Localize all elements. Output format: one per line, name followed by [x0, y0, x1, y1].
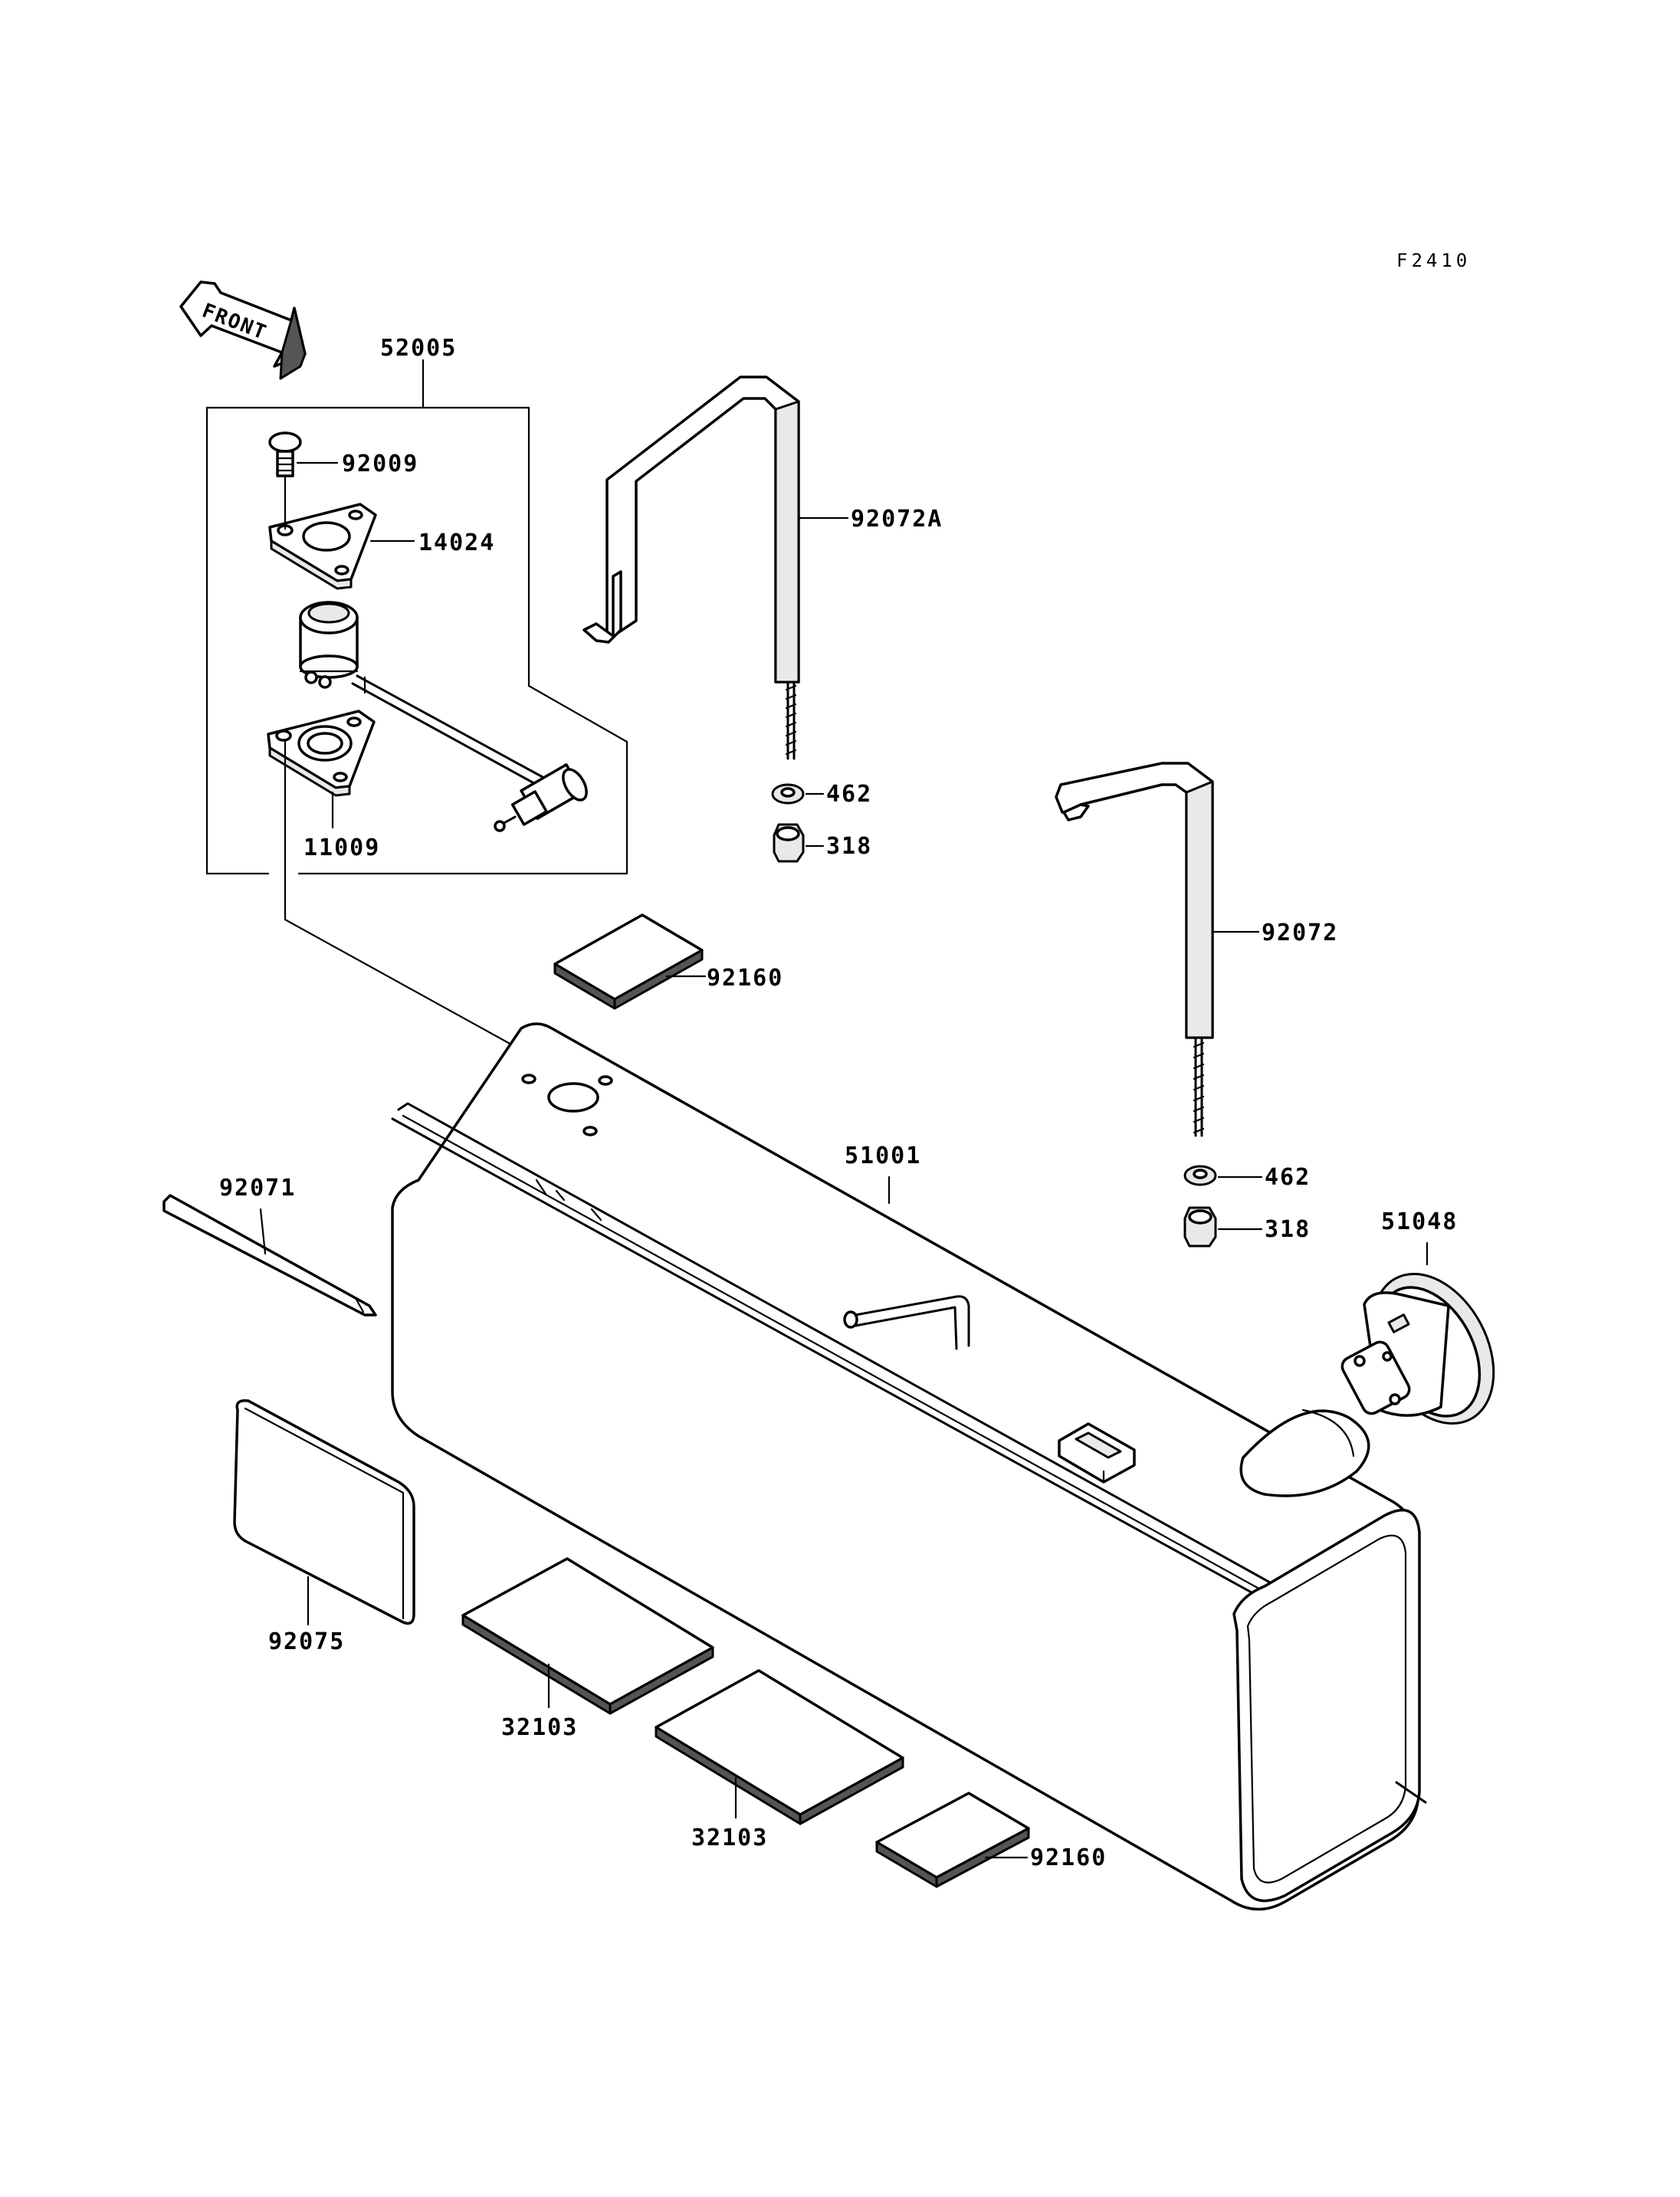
nut-a-icon — [773, 823, 805, 863]
fuel-cap-icon — [1340, 1272, 1495, 1425]
sender-assembly-group: 52005 92009 14024 — [205, 335, 628, 1059]
bottom-pad-2-icon — [655, 1669, 904, 1825]
bottom-small-pad-icon — [875, 1792, 1030, 1888]
sender-gasket-icon — [267, 710, 376, 797]
side-pad-icon — [233, 1399, 415, 1625]
top-pad-icon — [553, 913, 704, 1010]
fuel-tank-icon — [391, 1022, 1427, 1911]
nut-b-icon — [1183, 1206, 1217, 1248]
label-32103-b: 32103 — [691, 1825, 768, 1851]
label-462-b: 462 — [1265, 1164, 1311, 1191]
figure-code: F2410 — [1396, 250, 1471, 271]
label-92160-bottom: 92160 — [1030, 1844, 1107, 1871]
rubber-strip-icon — [162, 1194, 377, 1317]
bottom-pad-1-icon — [461, 1557, 714, 1715]
label-11009: 11009 — [304, 835, 380, 861]
fuel-sender-unit-icon — [299, 601, 588, 832]
label-318-a: 318 — [826, 833, 872, 860]
strap-b-thread — [1193, 1041, 1205, 1134]
label-462-a: 462 — [826, 781, 872, 808]
gasket-plate-icon — [268, 503, 377, 590]
washer-a-icon — [771, 783, 805, 805]
label-92160-top: 92160 — [707, 965, 783, 992]
label-318-b: 318 — [1265, 1216, 1311, 1243]
label-92072: 92072 — [1262, 920, 1338, 946]
strap-a-icon — [582, 375, 800, 760]
label-51001: 51001 — [845, 1143, 921, 1169]
label-51048: 51048 — [1381, 1208, 1458, 1235]
label-14024: 14024 — [418, 530, 495, 556]
front-arrow-icon: FRONT — [179, 280, 307, 380]
label-92075: 92075 — [268, 1628, 345, 1655]
label-32103-a: 32103 — [501, 1714, 578, 1741]
label-92072A: 92072A — [851, 506, 943, 533]
screw-icon — [268, 431, 302, 477]
strap-b-icon — [1055, 762, 1214, 1137]
washer-b-icon — [1183, 1165, 1217, 1186]
strap-a-thread — [785, 684, 797, 756]
label-92071: 92071 — [219, 1175, 296, 1202]
label-92009: 92009 — [342, 451, 418, 477]
label-52005: 52005 — [380, 335, 457, 362]
